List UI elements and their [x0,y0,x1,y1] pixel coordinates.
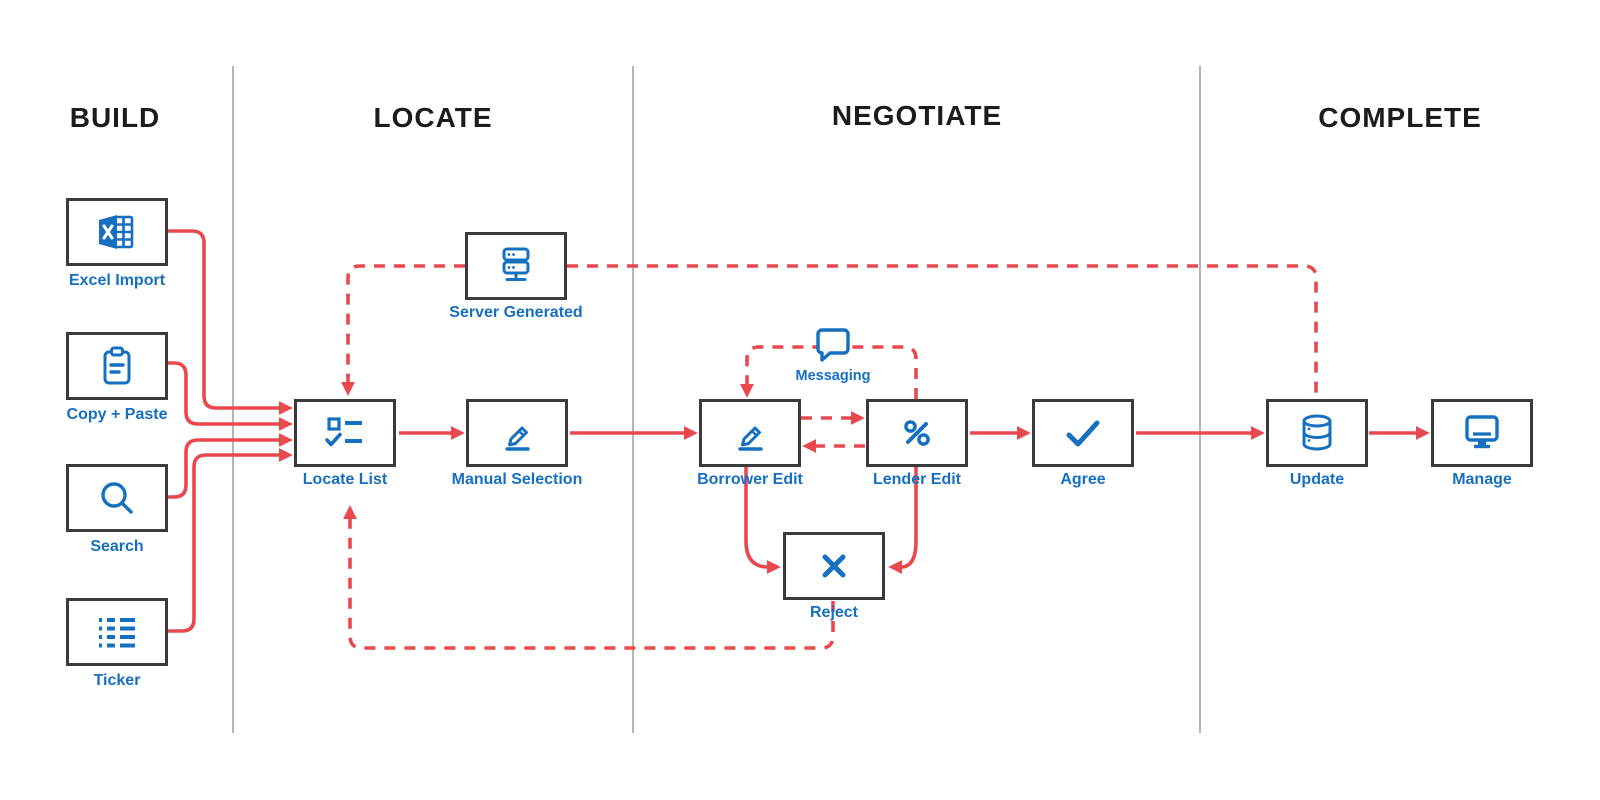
edge-server-to-locatelist [341,264,465,396]
checkmark-icon [1066,420,1100,447]
edge-reject-to-locatelist [343,505,835,650]
node-label-lender-edit: Lender Edit [872,471,961,488]
node-manual-selection [466,399,568,467]
clipboard-icon [103,346,131,385]
node-ticker [66,598,168,666]
node-manage [1431,399,1533,467]
node-label-locate-list: Locate List [302,471,388,488]
node-label-reject: Reject [809,604,859,621]
phase-header-build: BUILD [69,102,161,133]
monitor-icon [1465,415,1499,449]
ticker-list-icon [99,618,135,648]
search-icon [101,482,133,514]
node-label-manage: Manage [1452,471,1512,488]
node-label-excel-import: Excel Import [68,272,166,289]
messaging-bubble [813,326,853,364]
edge-lender-to-reject [888,467,918,574]
node-update [1266,399,1368,467]
edge-ticker-to-locatelist [168,448,293,633]
node-search [66,464,168,532]
excel-icon [99,215,134,249]
node-label-copy-paste: Copy + Paste [66,406,168,423]
speech-bubble-icon [816,328,850,362]
database-icon [1302,414,1332,451]
x-icon [822,554,846,578]
edge-search-to-locatelist [168,433,293,499]
node-label-ticker: Ticker [93,672,141,689]
edge-copypaste-to-locatelist [168,361,293,431]
node-label-server-generated: Server Generated [449,304,583,321]
phase-header-complete: COMPLETE [1318,102,1482,133]
node-label-update: Update [1289,471,1345,488]
edge-messaging-loop [740,345,918,399]
checklist-icon [325,417,362,447]
node-server-generated [465,232,567,300]
node-label-borrower-edit: Borrower Edit [697,471,803,488]
node-reject [783,532,885,600]
node-label-agree: Agree [1060,471,1106,488]
pencil-icon [505,426,530,451]
node-lender-edit [866,399,968,467]
pencil-icon [738,426,763,451]
node-borrower-edit [699,399,801,467]
node-label-search: Search [90,538,144,555]
server-icon [502,247,530,281]
node-agree [1032,399,1134,467]
node-label-messaging: Messaging [795,368,871,384]
edge-server-to-update [567,264,1318,398]
edge-borrower-to-reject [744,467,781,574]
percent-icon [904,420,930,446]
edge-excel-to-locatelist [168,229,293,415]
node-excel-import [66,198,168,266]
node-locate-list [294,399,396,467]
phase-header-negotiate: NEGOTIATE [831,100,1003,131]
node-copy-paste [66,332,168,400]
phase-header-locate: LOCATE [373,102,493,133]
node-label-manual-selection: Manual Selection [451,471,583,488]
